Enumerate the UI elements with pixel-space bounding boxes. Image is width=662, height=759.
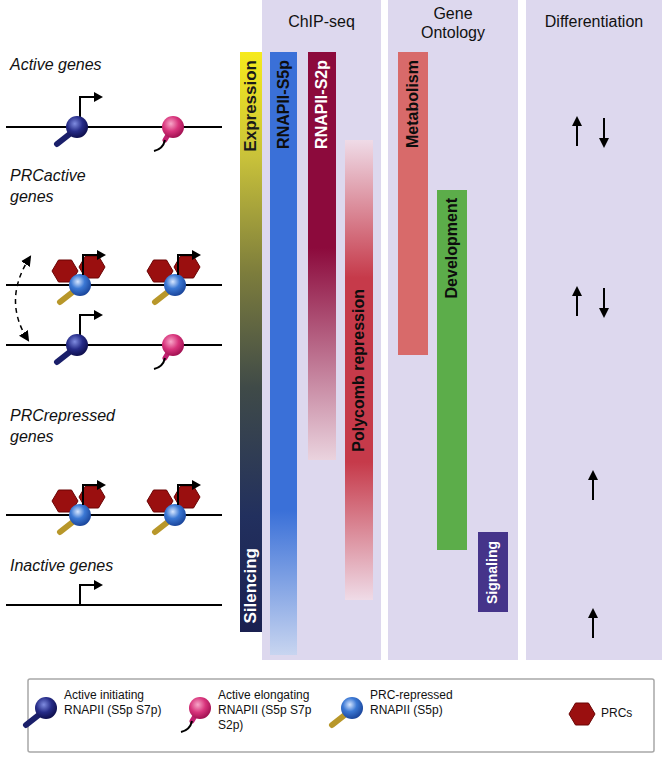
rnapii-s5p-bar: RNAPII-S5p: [270, 52, 297, 655]
chipseq-panel: RNAPII-S5p RNAPII-S2pPolycomb repression C…: [262, 0, 381, 660]
bar-label: Expression: [242, 60, 261, 152]
rnapii-s2p-bar: RNAPII-S2p: [308, 52, 336, 460]
bar-label: Development: [443, 198, 461, 298]
bar-label: Signaling: [485, 541, 500, 604]
bar-label: Polycomb repression: [350, 289, 368, 452]
bar-label: RNAPII-S5p: [275, 60, 293, 149]
bar-label: RNAPII-S2p: [313, 60, 331, 149]
bar-label: Silencing: [242, 548, 261, 624]
legend-text: Active initiating RNAPII (S5p S7p): [64, 688, 176, 718]
active-gene-track: [6, 92, 222, 151]
legend-text: Active elongating RNAPII (S5p S7p S2p): [218, 688, 336, 733]
polycomb-repression-bar: Polycomb repression: [345, 140, 373, 600]
differentiation-arrows: [526, 0, 662, 660]
bar-label: Metabolism: [404, 60, 422, 148]
metabolism-bar: Metabolism: [398, 52, 428, 355]
gene-class-label: PRCactive genes: [10, 166, 100, 208]
inactive-gene-track: [6, 580, 222, 605]
signaling-bar: Signaling: [478, 532, 508, 612]
legend-text: PRC-repressed RNAPII (S5p): [370, 688, 482, 718]
gene-class-label: Active genes: [10, 55, 210, 76]
development-bar: Development: [437, 190, 467, 550]
gene-class-label: PRCrepressed genes: [10, 406, 122, 448]
gene-class-label: Inactive genes: [10, 556, 210, 577]
prcactive-gene-tracks: [6, 250, 222, 369]
differentiation-panel: Differentiation: [526, 0, 662, 660]
panel-heading: Differentiation: [529, 12, 659, 31]
panel-heading: ChIP-seq: [266, 12, 378, 31]
prcrepressed-gene-track: [6, 480, 222, 532]
legend-text: PRCs: [601, 706, 651, 721]
expression-gradient-bar: ExpressionSilencing: [240, 52, 263, 632]
panel-heading: Gene Ontology: [407, 4, 499, 42]
gene-ontology-panel: MetabolismDevelopmentSignaling Gene Ontol…: [388, 0, 518, 660]
legend-frame: [26, 679, 654, 752]
